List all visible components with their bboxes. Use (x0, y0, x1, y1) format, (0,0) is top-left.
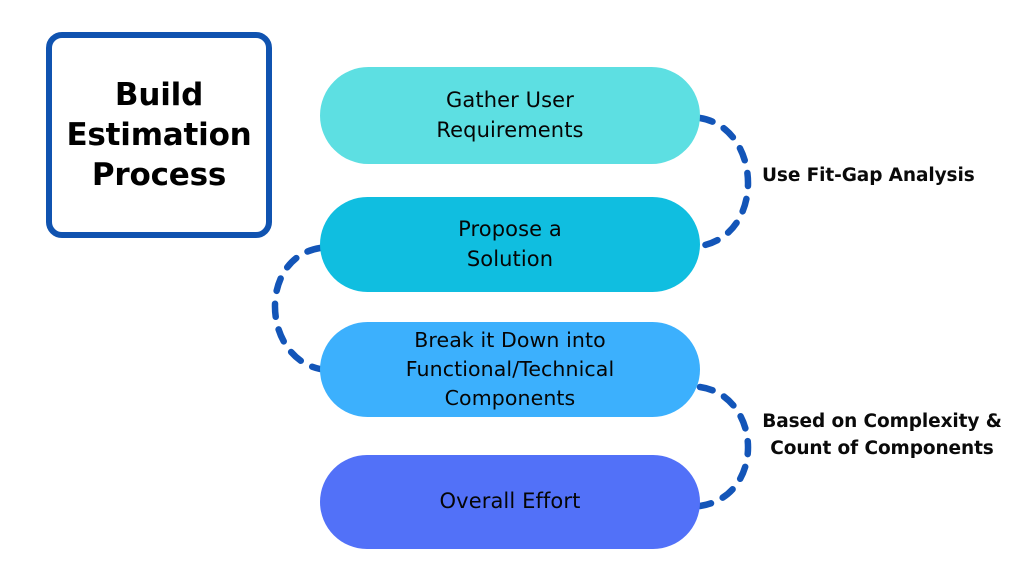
connector-step1-step2 (696, 114, 752, 250)
process-step-1[interactable]: Gather User Requirements (320, 67, 700, 164)
connector-step3-step4 (696, 383, 752, 510)
process-step-1-label: Gather User Requirements (436, 87, 584, 142)
process-step-2-label: Propose a Solution (458, 216, 562, 271)
process-step-3[interactable]: Break it Down into Functional/Technical … (320, 322, 700, 417)
connector-step2-step3 (271, 244, 324, 373)
process-step-4-label: Overall Effort (439, 489, 581, 514)
diagram-title-text: Build Estimation Process (66, 76, 252, 194)
process-step-2[interactable]: Propose a Solution (320, 197, 700, 292)
process-step-4[interactable]: Overall Effort (320, 455, 700, 549)
annotation-fit-gap-analysis: Use Fit-Gap Analysis (762, 165, 975, 186)
annotation-complexity-count: Based on Complexity & Count of Component… (762, 411, 1002, 459)
process-step-3-label: Break it Down into Functional/Technical … (405, 327, 615, 411)
diagram-title-box: Build Estimation Process (46, 32, 272, 238)
